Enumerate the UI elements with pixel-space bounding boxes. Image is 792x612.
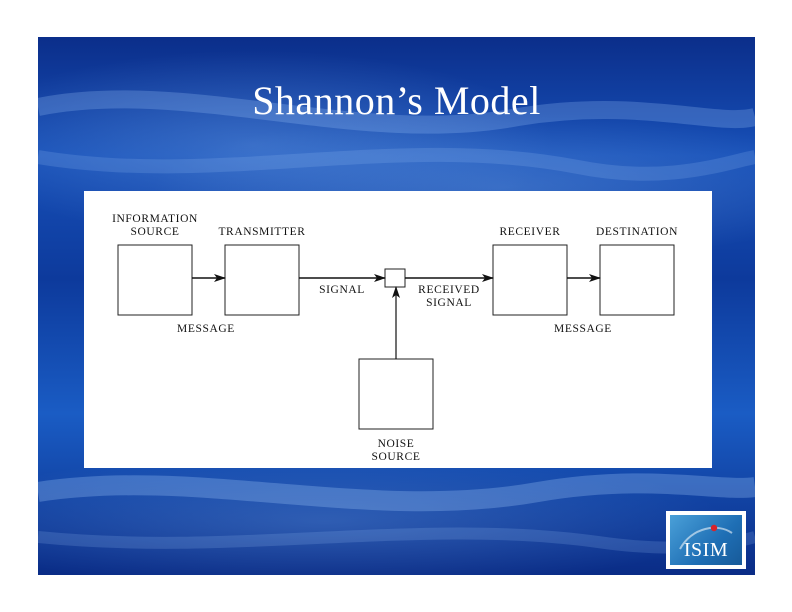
message-label-right: MESSAGE [554, 323, 612, 335]
signal-label: SIGNAL [319, 284, 365, 296]
info-source-label-line2: SOURCE [131, 226, 180, 238]
information-source-box [117, 244, 193, 316]
noise-source-label-line2: SOURCE [372, 451, 421, 463]
destination-label: DESTINATION [596, 226, 678, 238]
logo-mark: ISIM [679, 524, 733, 561]
receiver-box [492, 244, 568, 316]
received-signal-label-line2: SIGNAL [426, 297, 472, 309]
info-source-label-line1: INFORMATION [112, 213, 198, 225]
receiver-label: RECEIVER [499, 226, 560, 238]
received-signal-label-line1: RECEIVED [418, 284, 480, 296]
transmitter-box [224, 244, 300, 316]
destination-box [599, 244, 675, 316]
logo-text: ISIM [684, 539, 728, 561]
channel-box [384, 268, 406, 288]
diagram-panel: INFORMATION SOURCE TRANSMITTER RECEIVER … [84, 191, 712, 468]
transmitter-label: TRANSMITTER [218, 226, 305, 238]
isim-logo: ISIM [666, 511, 746, 569]
slide-background: Shannon’s Model INFORMATION SOURCE [38, 37, 755, 575]
logo-badge: ISIM [670, 515, 742, 565]
slide-title: Shannon’s Model [252, 78, 541, 123]
shannon-diagram: INFORMATION SOURCE TRANSMITTER RECEIVER … [112, 213, 678, 463]
noise-source-box [358, 358, 434, 430]
message-label-left: MESSAGE [177, 323, 235, 335]
noise-source-label-line1: NOISE [378, 438, 415, 450]
